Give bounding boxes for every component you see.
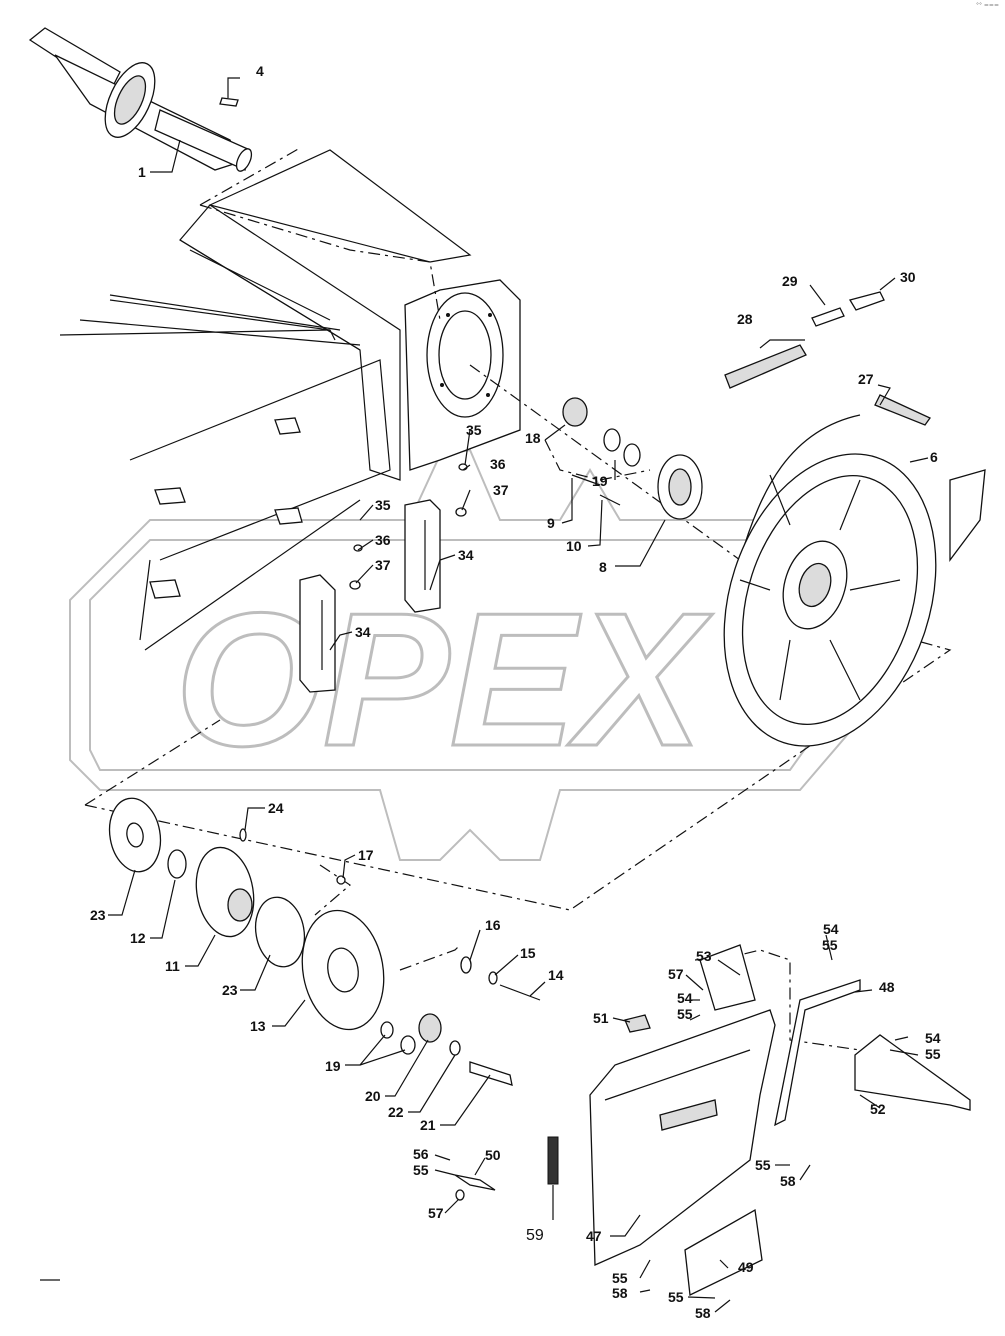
callout-58c: 58	[695, 1305, 711, 1321]
callout-29: 29	[782, 273, 798, 289]
callout-34a: 34	[458, 547, 474, 563]
callout-58b: 58	[612, 1285, 628, 1301]
pulley-part-6	[723, 394, 986, 747]
callout-36b: 36	[375, 532, 391, 548]
callout-55c: 55	[677, 1006, 693, 1022]
callout-13: 13	[250, 1018, 266, 1034]
callout-54a: 54	[823, 921, 839, 937]
leader-lines	[108, 77, 929, 1313]
callout-55e: 55	[755, 1157, 771, 1173]
chain-part-28	[724, 291, 885, 389]
bracket-part-53	[699, 944, 756, 1011]
callout-9: 9	[547, 515, 555, 531]
callout-1: 1	[138, 164, 146, 180]
callout-11: 11	[165, 958, 180, 974]
watermark: OPEX	[69, 448, 861, 861]
callout-12: 12	[130, 930, 146, 946]
callout-19b: 19	[325, 1058, 341, 1074]
callout-14: 14	[548, 967, 564, 983]
bushing-part-18	[562, 397, 588, 427]
callout-6: 6	[930, 449, 938, 465]
callout-35b: 35	[375, 497, 391, 513]
callout-54c: 54	[925, 1030, 941, 1046]
callout-20: 20	[365, 1088, 381, 1104]
callout-34b: 34	[355, 624, 371, 640]
sprocket-part-8	[657, 454, 703, 520]
shaft-assembly	[28, 27, 253, 172]
callout-21: 21	[420, 1117, 436, 1133]
callout-35a: 35	[466, 422, 482, 438]
callout-labels: 1 4 27 28 29 30 6 18 19 9 10 8 35 36 37 …	[90, 63, 941, 1321]
callout-57b: 57	[668, 966, 684, 982]
callout-10: 10	[566, 538, 582, 554]
guard-part-47	[589, 1009, 776, 1266]
callout-19a: 19	[592, 473, 608, 489]
callout-37a: 37	[493, 482, 509, 498]
bracket-part-52	[854, 1034, 971, 1111]
corner-mark: °° ===	[976, 2, 999, 9]
cover-part-49	[684, 1208, 763, 1296]
callout-53: 53	[696, 948, 712, 964]
callout-24: 24	[268, 800, 284, 816]
clip-part-50	[454, 1174, 496, 1201]
callout-30: 30	[900, 269, 916, 285]
callout-18: 18	[525, 430, 541, 446]
bolts-part-9-10	[571, 474, 621, 506]
callout-16: 16	[485, 917, 501, 933]
callout-37b: 37	[375, 557, 391, 573]
callout-27: 27	[858, 371, 874, 387]
bracket-part-34b	[299, 574, 336, 693]
callout-57a: 57	[428, 1205, 444, 1221]
callout-4: 4	[256, 63, 264, 79]
callout-49: 49	[738, 1259, 754, 1275]
callout-47: 47	[586, 1228, 602, 1244]
callout-52: 52	[870, 1101, 886, 1117]
callout-54b: 54	[677, 990, 693, 1006]
key-part-4	[219, 97, 239, 107]
callout-55d: 55	[925, 1046, 941, 1062]
bracket-part-34a	[404, 499, 441, 613]
callout-59: 59	[526, 1227, 544, 1244]
callout-55g: 55	[668, 1289, 684, 1305]
callout-55b: 55	[822, 937, 838, 953]
callout-50: 50	[485, 1147, 501, 1163]
lower-hub-assembly	[108, 797, 541, 1086]
callout-36a: 36	[490, 456, 506, 472]
callout-23b: 23	[222, 982, 238, 998]
clip-part-51	[624, 1014, 651, 1033]
callout-55f: 55	[612, 1270, 628, 1286]
callout-15: 15	[520, 945, 536, 961]
frame-body	[59, 149, 521, 651]
hardware-35-36-37	[349, 463, 468, 590]
callout-17: 17	[358, 847, 374, 863]
washers-part-19	[603, 428, 641, 467]
callout-28: 28	[737, 311, 753, 327]
callout-8: 8	[599, 559, 607, 575]
watermark-text: OPEX	[175, 574, 713, 786]
callout-48: 48	[879, 979, 895, 995]
callout-23a: 23	[90, 907, 106, 923]
callout-51: 51	[593, 1010, 609, 1026]
callout-58a: 58	[780, 1173, 796, 1189]
callout-22: 22	[388, 1104, 404, 1120]
pin-part-59	[547, 1136, 559, 1185]
bracket-part-48	[774, 979, 861, 1127]
callout-56: 56	[413, 1146, 429, 1162]
callout-55a: 55	[413, 1162, 429, 1178]
